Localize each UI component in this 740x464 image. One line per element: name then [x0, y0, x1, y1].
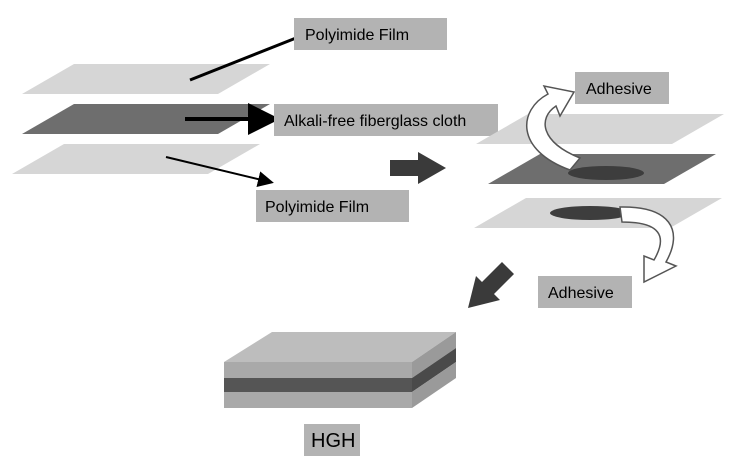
- hgh-label: HGH: [311, 430, 355, 452]
- fiberglass-label-box: [274, 104, 498, 136]
- adhesive-curved-arrow-top: [526, 84, 582, 171]
- polyimide-film-bottom-sheet: [12, 144, 260, 174]
- process-arrow-down-left: [468, 262, 514, 308]
- adhesive-bottom-label: Adhesive: [548, 285, 614, 302]
- adhesive-spot-top: [568, 166, 644, 180]
- adhesive-bottom-label-box: [538, 276, 632, 308]
- fiberglass-cloth-sheet: [22, 104, 270, 134]
- right-polyimide-top-sheet: [476, 114, 724, 144]
- hgh-block-front-middle-layer: [224, 378, 412, 392]
- adhesive-top-label: Adhesive: [586, 81, 652, 98]
- adhesive-top-label-box: [575, 72, 669, 104]
- polyimide-top-label-box: [294, 18, 447, 50]
- adhesive-curved-arrow-bottom: [619, 206, 678, 284]
- hgh-block-front-top-layer: [224, 362, 412, 378]
- hgh-label-box: [304, 424, 360, 456]
- polyimide-top-label: Polyimide Film: [305, 27, 409, 44]
- leader-polyimide-bottom: [165, 156, 274, 187]
- hgh-block-side-top-layer: [412, 332, 456, 378]
- fiberglass-label: Alkali-free fiberglass cloth: [284, 113, 466, 130]
- polyimide-bottom-label: Polyimide Film: [265, 199, 369, 216]
- polyimide-bottom-label-box: [256, 190, 409, 222]
- hgh-block-top-face: [224, 332, 456, 362]
- polyimide-film-top-sheet: [22, 64, 270, 94]
- hgh-block-side-middle-layer: [412, 348, 456, 392]
- hgh-block-front-bottom-layer: [224, 392, 412, 408]
- adhesive-spot-bottom: [550, 206, 630, 220]
- hgh-block-side-bottom-layer: [412, 362, 456, 408]
- process-arrow-right: [390, 152, 446, 184]
- leader-polyimide-top: [189, 36, 297, 82]
